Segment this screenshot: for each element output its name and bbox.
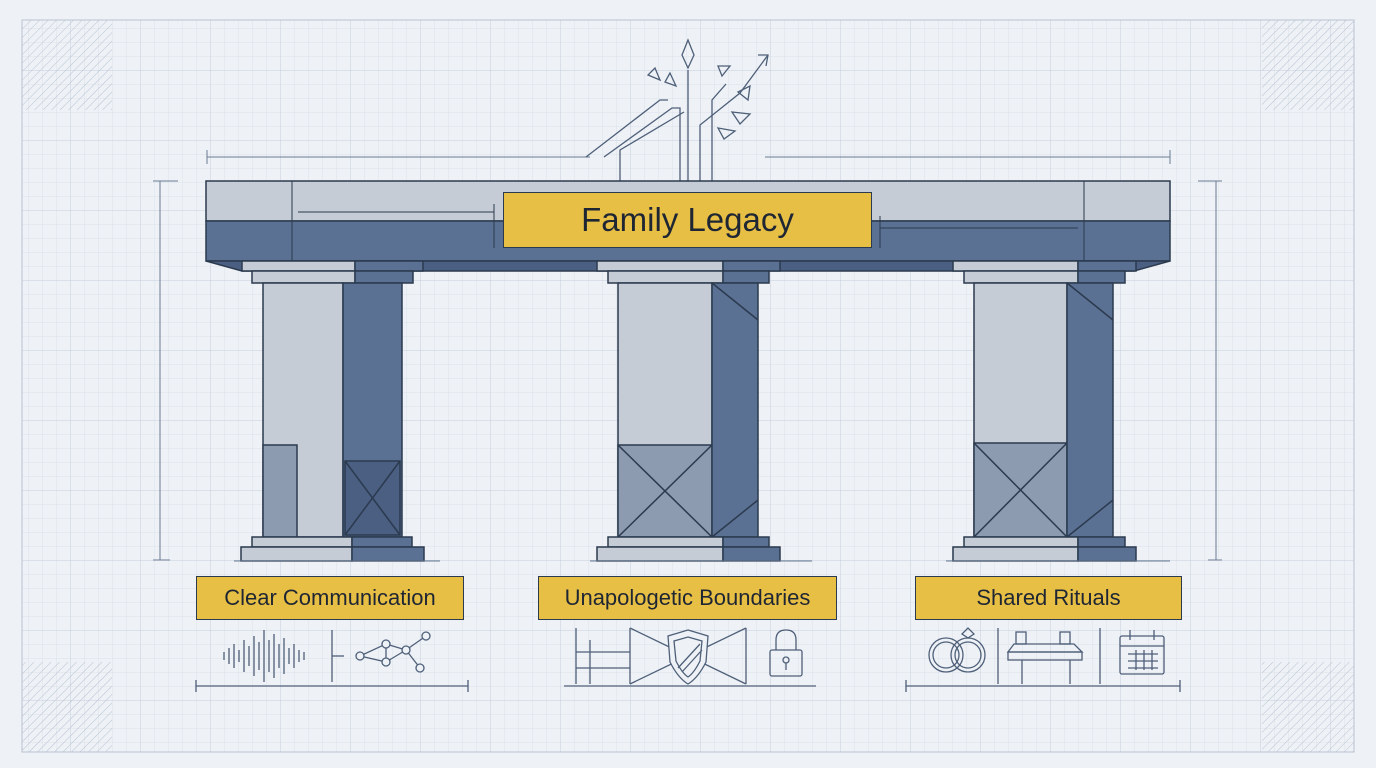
corner-hatch <box>1262 662 1354 752</box>
title-plaque: Family Legacy <box>503 192 872 248</box>
calendar-icon <box>1119 630 1165 675</box>
table-icon <box>1006 631 1084 684</box>
pillar-clear-communication <box>240 260 425 562</box>
soundwave-icon <box>223 630 305 682</box>
corner-hatch <box>22 662 112 752</box>
pillar-shared-rituals <box>952 260 1137 562</box>
pillar-label-shared-rituals: Shared Rituals <box>915 576 1182 620</box>
padlock-icon <box>769 629 803 677</box>
pillar-label-unapologetic-boundaries: Unapologetic Boundaries <box>538 576 837 620</box>
corner-hatch <box>22 20 112 110</box>
dimension-lines <box>153 150 1222 561</box>
network-nodes-icon <box>355 631 431 673</box>
rings-icon <box>928 627 986 673</box>
shield-icon <box>629 627 747 685</box>
growth-tree-icon <box>585 38 769 181</box>
fence-icon <box>575 628 631 684</box>
pillar-unapologetic-boundaries <box>596 260 781 562</box>
pillar-label-clear-communication: Clear Communication <box>196 576 464 620</box>
corner-hatch <box>1262 20 1354 110</box>
